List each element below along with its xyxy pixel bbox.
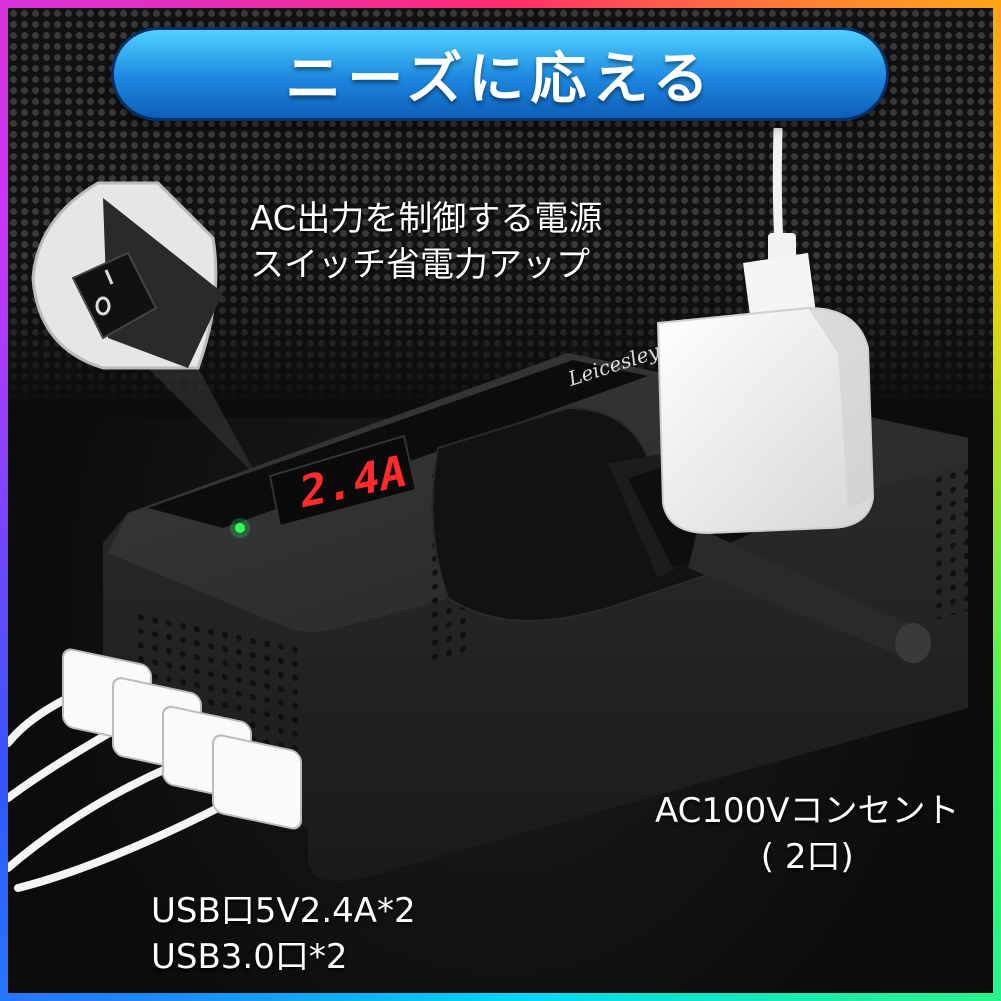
white-charger: [656, 127, 875, 535]
title-banner: ニーズに応える: [114, 30, 886, 118]
switch-off-mark: [95, 296, 111, 316]
page-title: ニーズに応える: [285, 46, 715, 112]
inverter-illustration: 2.4A Leicesley: [8, 127, 968, 892]
switch-callout: AC出力を制御する電源 スイッチ省電力アップ: [250, 196, 602, 288]
ac-callout-line1: AC100Vコンセント: [655, 791, 960, 831]
switch-on-mark: [104, 269, 114, 285]
switch-callout-line2: スイッチ省電力アップ: [250, 245, 590, 285]
switch-zoom-callout: [31, 181, 258, 478]
switch-callout-line1: AC出力を制御する電源: [250, 199, 603, 239]
usb-plugs: [62, 648, 302, 830]
usb-callout-line2: USB3.0口*2: [151, 937, 348, 977]
power-led: [235, 523, 245, 533]
usb-cables: [8, 694, 222, 892]
product-image: 2.4A Leicesley: [8, 8, 993, 993]
ac-outlet-callout: AC100Vコンセント ( 2口): [655, 788, 960, 880]
usb-callout-line1: USB口5V2.4A*2: [151, 891, 416, 931]
usb-callout: USB口5V2.4A*2 USB3.0口*2: [151, 888, 416, 980]
ac-callout-line2: ( 2口): [760, 837, 854, 877]
